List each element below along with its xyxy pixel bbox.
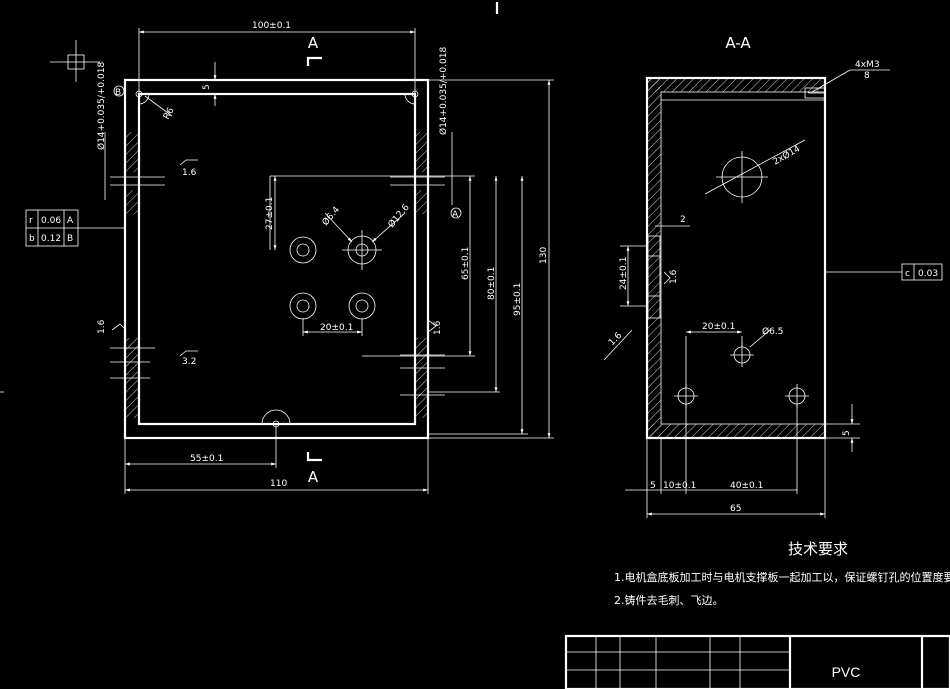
front-view: A A 100±0.1 5 R6 B Ø14+0.035/+0.018 Ø14+… [50, 21, 554, 494]
hatch-right-1 [415, 132, 427, 172]
dim-slot: 2 [680, 215, 686, 225]
front-inner-outline [137, 92, 417, 426]
section-roughness-2: 1.6 [607, 331, 624, 348]
dim-height-total: 130 [539, 247, 549, 264]
dim-bottom-width: 110 [270, 479, 287, 489]
roughness-4: 3.2 [182, 357, 196, 367]
tol-row2-symbol: b [29, 234, 35, 244]
dim-wall: 5 [202, 84, 212, 90]
section-dim-bottom-10: 10±0.1 [663, 481, 696, 491]
section-roughness-1: 1.6 [669, 269, 679, 284]
hatch-left-1 [126, 132, 138, 172]
hole-pattern [289, 212, 406, 320]
section-outline [645, 76, 827, 440]
crosshair-icon [50, 40, 100, 82]
section-bottom-wall [647, 424, 825, 438]
section-top-wall [647, 78, 825, 92]
roughness-1: 1.6 [182, 168, 197, 178]
dim-hole-spacing: 20±0.1 [320, 323, 353, 333]
dim-top-width: 100±0.1 [252, 21, 291, 31]
corner-relief-tl [138, 93, 150, 105]
hole-3-outer [289, 292, 317, 320]
hatch-right-2 [415, 190, 427, 214]
dim-hole-offset: 27±0.1 [265, 197, 275, 230]
hole-4-outer [348, 292, 376, 320]
section-dim-hole-spacing: 20±0.1 [702, 322, 735, 332]
dim-slot-height: 24±0.1 [619, 257, 629, 290]
hole-3-inner [296, 299, 310, 313]
callout-small: Ø6.5 [762, 326, 783, 337]
tol-row2-value: 0.12 [41, 234, 61, 244]
dim-height-80: 80±0.1 [487, 267, 497, 300]
tol-row1-symbol: r [29, 216, 33, 226]
dim-big-hole: Ø12.6 [386, 202, 412, 230]
hole-1-outer [289, 236, 317, 264]
material-label: PVC [832, 664, 861, 680]
dim-corner-radius: R6 [162, 106, 177, 122]
hole-4-inner [355, 299, 369, 313]
section-mark-bottom: A [308, 468, 319, 486]
section-tol-value: 0.03 [918, 269, 938, 279]
dim-small-hole: Ø6.4 [320, 204, 342, 228]
hatch-left-2 [126, 190, 138, 214]
tech-item-1: 1.电机盒底板加工时与电机支撑板一起加工以，保证螺钉孔的位置度要求。 [614, 570, 950, 584]
callout-depth: 8 [864, 71, 870, 81]
section-left-wall [647, 78, 661, 438]
section-dim-bottom-5: 5 [650, 481, 656, 491]
dim-bore-left: Ø14+0.035/+0.018 [96, 62, 107, 150]
dim-height-95: 95±0.1 [513, 283, 523, 316]
tech-requirements: 技术要求 1.电机盒底板加工时与电机支撑板一起加工以，保证螺钉孔的位置度要求。 … [614, 540, 950, 607]
title-block: PVC [564, 634, 950, 689]
datum-a-mark: A [452, 210, 459, 220]
roughness-2: 1.6 [97, 319, 107, 334]
dim-bottom-offset: 55±0.1 [190, 454, 223, 464]
section-dim-bottom-65: 65 [730, 504, 741, 514]
hatch-right-3 [415, 338, 427, 418]
dim-height-65: 65±0.1 [461, 247, 471, 280]
callout-thread: 4xM3 [855, 60, 880, 70]
front-outer-outline [123, 78, 430, 440]
hole-1-inner [296, 243, 310, 257]
section-tol-symbol: c [905, 269, 910, 279]
corner-relief-tr [404, 93, 416, 105]
section-title: A-A [725, 34, 751, 52]
section-dim-wall: 5 [842, 430, 852, 436]
tech-title: 技术要求 [788, 540, 848, 558]
bottom-notch [261, 409, 291, 425]
section-dim-bottom-40: 40±0.1 [730, 481, 763, 491]
tol-row1-datum: A [67, 216, 74, 226]
tech-item-2: 2.铸件去毛刺、飞边。 [614, 593, 724, 607]
datum-b-mark: B [115, 88, 121, 98]
section-view: A-A 2xØ14 Ø6.5 4xM [603, 34, 943, 518]
tolerance-frame: r 0.06 A b 0.12 B [25, 209, 125, 247]
section-mark-top: A [308, 34, 319, 52]
tol-row2-datum: B [67, 234, 73, 244]
dim-bore-right: Ø14+0.035/+0.018 [438, 47, 449, 135]
roughness-3: 1.6 [433, 320, 443, 335]
tol-row1-value: 0.06 [41, 216, 61, 226]
